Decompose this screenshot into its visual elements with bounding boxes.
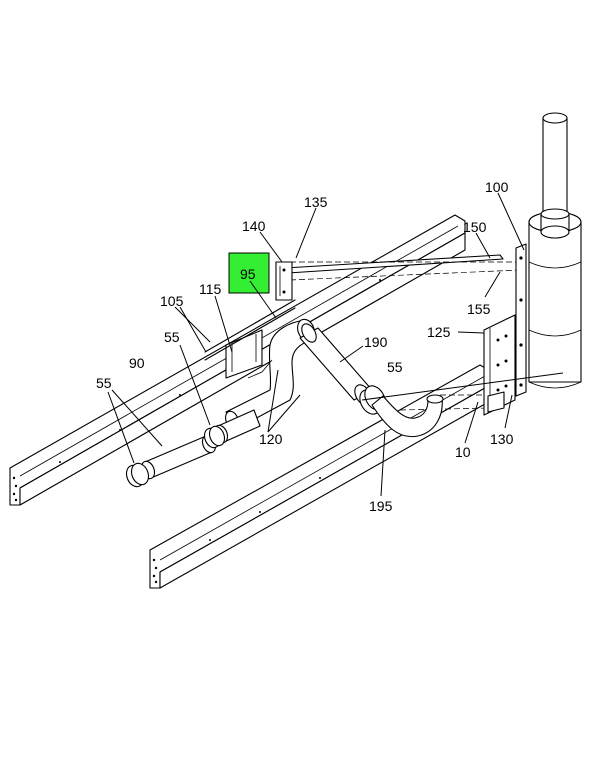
callout-150[interactable]: 150 bbox=[463, 219, 487, 235]
callout-90[interactable]: 90 bbox=[129, 355, 145, 371]
callout-55-left[interactable]: 55 bbox=[96, 375, 112, 391]
highlight-box-95[interactable] bbox=[228, 252, 270, 294]
exhaust-elbow-195 bbox=[371, 394, 444, 438]
callout-135[interactable]: 135 bbox=[304, 194, 328, 210]
callout-55-upper-left[interactable]: 55 bbox=[164, 329, 180, 345]
bracket-plate-125 bbox=[483, 314, 516, 416]
callout-95[interactable]: 95 bbox=[240, 266, 256, 282]
callout-125[interactable]: 125 bbox=[427, 324, 451, 340]
callout-190[interactable]: 190 bbox=[364, 334, 388, 350]
callout-115[interactable]: 115 bbox=[199, 281, 222, 297]
clamp-55-left bbox=[125, 462, 150, 488]
callout-labels: 100 135 140 150 95 115 105 155 125 55 19… bbox=[96, 179, 514, 514]
clamp-55-middle bbox=[203, 425, 226, 449]
callout-140[interactable]: 140 bbox=[242, 218, 266, 234]
mounting-bracket-115 bbox=[204, 299, 296, 379]
callout-120[interactable]: 120 bbox=[259, 431, 283, 447]
callout-130[interactable]: 130 bbox=[490, 431, 514, 447]
callout-105[interactable]: 105 bbox=[160, 293, 184, 309]
leader-lines bbox=[107, 192, 564, 497]
bracket-140 bbox=[275, 261, 293, 301]
callout-100[interactable]: 100 bbox=[485, 179, 509, 195]
callout-10[interactable]: 10 bbox=[455, 444, 471, 460]
callout-155[interactable]: 155 bbox=[467, 301, 491, 317]
callout-195[interactable]: 195 bbox=[369, 498, 393, 514]
muffler-mount-130 bbox=[515, 243, 527, 397]
support-arm bbox=[284, 254, 521, 411]
muffler-assembly bbox=[528, 112, 582, 389]
callout-55-upper-right[interactable]: 55 bbox=[387, 359, 403, 375]
